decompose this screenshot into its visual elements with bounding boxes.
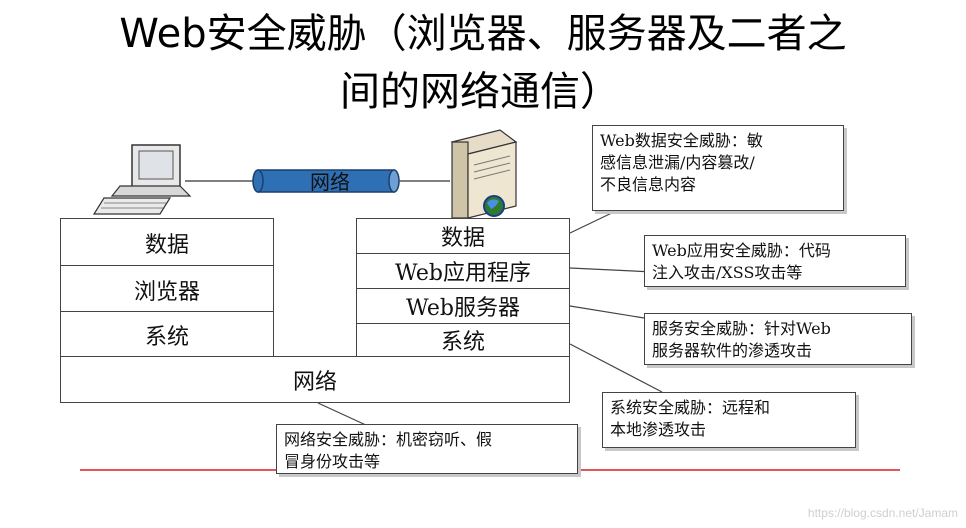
callout-text: 冒身份攻击等 — [284, 452, 381, 471]
callout-text: 感信息泄漏/内容篡改/ — [600, 153, 755, 172]
callout-text: 服务器软件的渗透攻击 — [652, 341, 813, 360]
callout-text: Web数据安全威胁：敏 — [600, 131, 763, 150]
computer-icon — [92, 144, 192, 215]
client-browser-layer: 浏览器 — [133, 279, 200, 305]
network-pipe-label: 网络 — [310, 170, 350, 194]
client-system-layer: 系统 — [144, 324, 189, 350]
watermark: https://blog.csdn.net/Jamam — [807, 506, 958, 520]
callout-text: Web应用安全威胁：代码 — [652, 241, 831, 260]
callout-text: 本地渗透攻击 — [610, 420, 707, 439]
server-data-layer: 数据 — [440, 226, 485, 251]
callout-app-threat: Web应用安全威胁：代码 注入攻击/XSS攻击等 — [644, 235, 906, 287]
server-icon — [450, 129, 518, 219]
callout-text: 网络安全威胁：机密窃听、假 — [284, 430, 493, 449]
server-webserver-layer: Web服务器 — [406, 295, 520, 321]
slide-title-line2: 间的网络通信） — [340, 69, 620, 115]
network-layer: 网络 — [60, 356, 570, 403]
callout-text: 不良信息内容 — [600, 175, 697, 194]
callout-text: 系统安全威胁：远程和 — [610, 398, 771, 417]
callout-data-threat: Web数据安全威胁：敏 感信息泄漏/内容篡改/ 不良信息内容 — [592, 125, 844, 211]
network-layer-label: 网络 — [292, 369, 337, 395]
slide-title-line1: Web安全威胁（浏览器、服务器及二者之 — [119, 11, 847, 57]
server-system-layer: 系统 — [440, 330, 485, 355]
callout-system-threat: 系统安全威胁：远程和 本地渗透攻击 — [602, 392, 856, 448]
callout-text: 注入攻击/XSS攻击等 — [652, 263, 803, 282]
server-stack: 数据 Web应用程序 Web服务器 系统 — [356, 218, 570, 358]
network-pipe-icon — [252, 169, 400, 193]
callout-network-threat: 网络安全威胁：机密窃听、假 冒身份攻击等 — [276, 424, 578, 474]
server-webapp-layer: Web应用程序 — [395, 260, 531, 286]
client-stack: 数据 浏览器 系统 — [60, 218, 274, 358]
client-data-layer: 数据 — [144, 232, 189, 258]
callout-text: 服务安全威胁：针对Web — [652, 319, 831, 338]
callout-server-threat: 服务安全威胁：针对Web 服务器软件的渗透攻击 — [644, 313, 912, 365]
